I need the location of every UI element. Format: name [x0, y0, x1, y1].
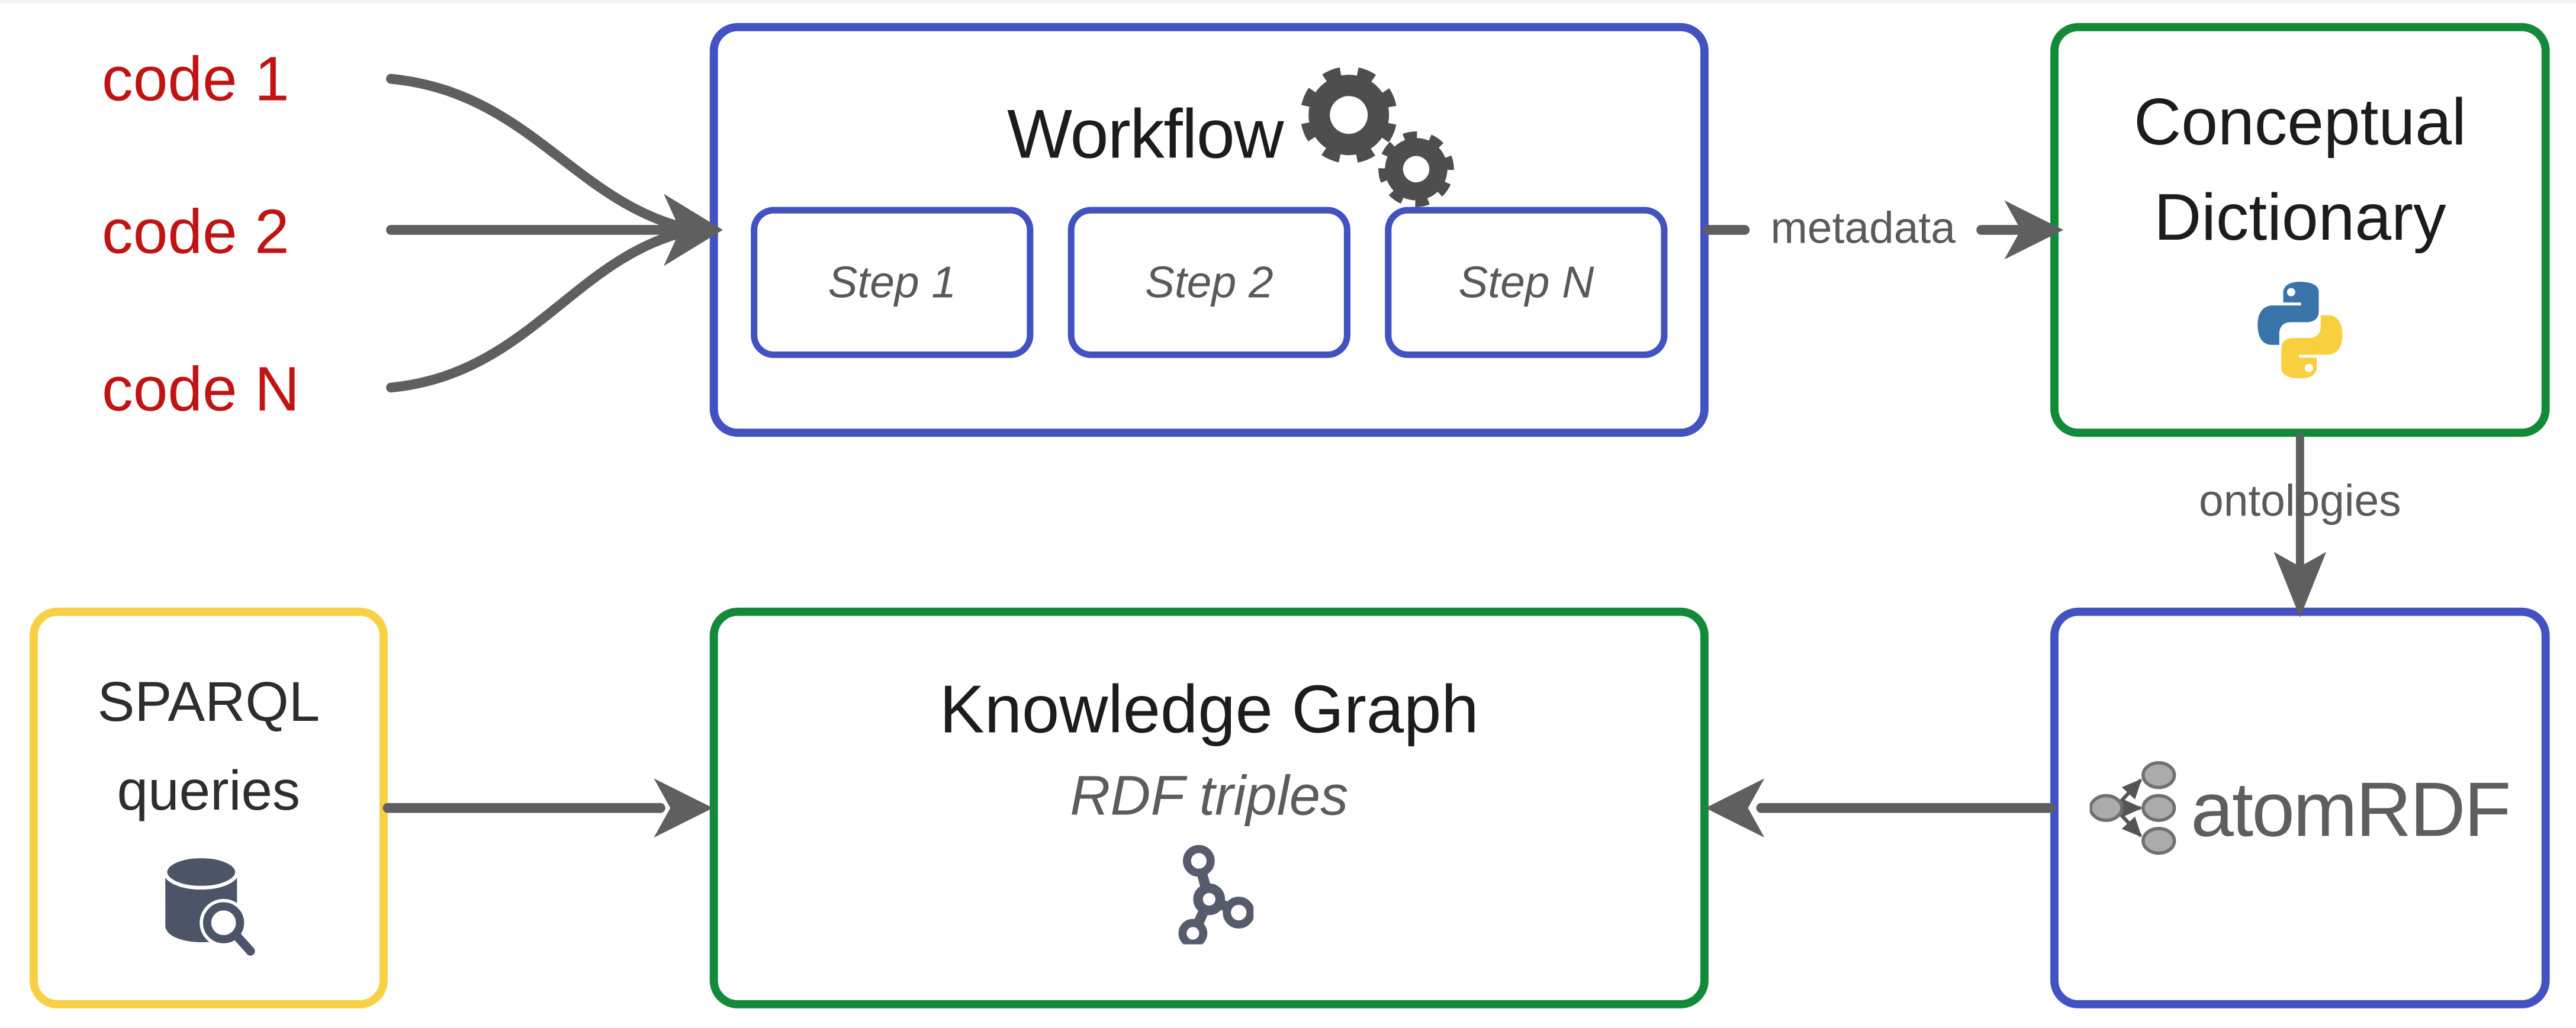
workflow-step-2: Step 2 — [1067, 207, 1350, 358]
conceptual-dictionary-title-line1: Conceptual — [2134, 87, 2466, 160]
top-divider — [0, 0, 2576, 4]
metadata-label: metadata — [1770, 204, 1956, 253]
sparql-queries-box: SPARQL queries — [29, 607, 388, 1008]
conceptual-dictionary-title: Conceptual Dictionary — [2134, 76, 2466, 266]
gears-icon — [1300, 66, 1454, 207]
molecule-icon — [1178, 845, 1254, 945]
conceptual-dictionary-box: Conceptual Dictionary — [2050, 22, 2550, 437]
input-code-1-label: code 1 — [102, 46, 290, 115]
graph-fanout-icon — [2090, 761, 2177, 855]
input-code-2-label: code 2 — [102, 198, 290, 268]
workflow-header: Workflow — [744, 31, 1726, 239]
workflow-title: Workflow — [1007, 95, 1284, 173]
conceptual-dictionary-title-line2: Dictionary — [2154, 182, 2446, 255]
atomrdf-box: atomRDF — [2050, 607, 2550, 1008]
step-n-label: Step N — [1458, 257, 1594, 307]
atomrdf-label: atomRDF — [2191, 764, 2511, 852]
sparql-title-line1: SPARQL — [97, 671, 320, 734]
workflow-step-1: Step 1 — [751, 207, 1034, 358]
workflow-step-n: Step N — [1385, 207, 1668, 358]
knowledge-graph-title: Knowledge Graph — [939, 671, 1479, 747]
codeN-connector-curve — [386, 228, 686, 393]
workflow-box: Workflow Step 1 Step 2 Step N — [709, 22, 1709, 437]
database-search-icon — [163, 855, 258, 958]
sparql-arrowhead — [654, 778, 713, 838]
python-icon — [2257, 282, 2343, 379]
knowledge-graph-subtitle: RDF triples — [1070, 765, 1349, 828]
step-2-label: Step 2 — [1145, 257, 1273, 307]
knowledge-graph-box: Knowledge Graph RDF triples — [709, 607, 1709, 1008]
input-code-n-label: code N — [102, 356, 300, 426]
atomrdf-arrowhead — [1705, 778, 1765, 838]
code1-connector-curve — [386, 73, 686, 232]
sparql-title-line2: queries — [117, 760, 301, 823]
sparql-title: SPARQL queries — [97, 658, 320, 837]
ontologies-label: ontologies — [2199, 476, 2401, 526]
step-1-label: Step 1 — [828, 257, 957, 307]
